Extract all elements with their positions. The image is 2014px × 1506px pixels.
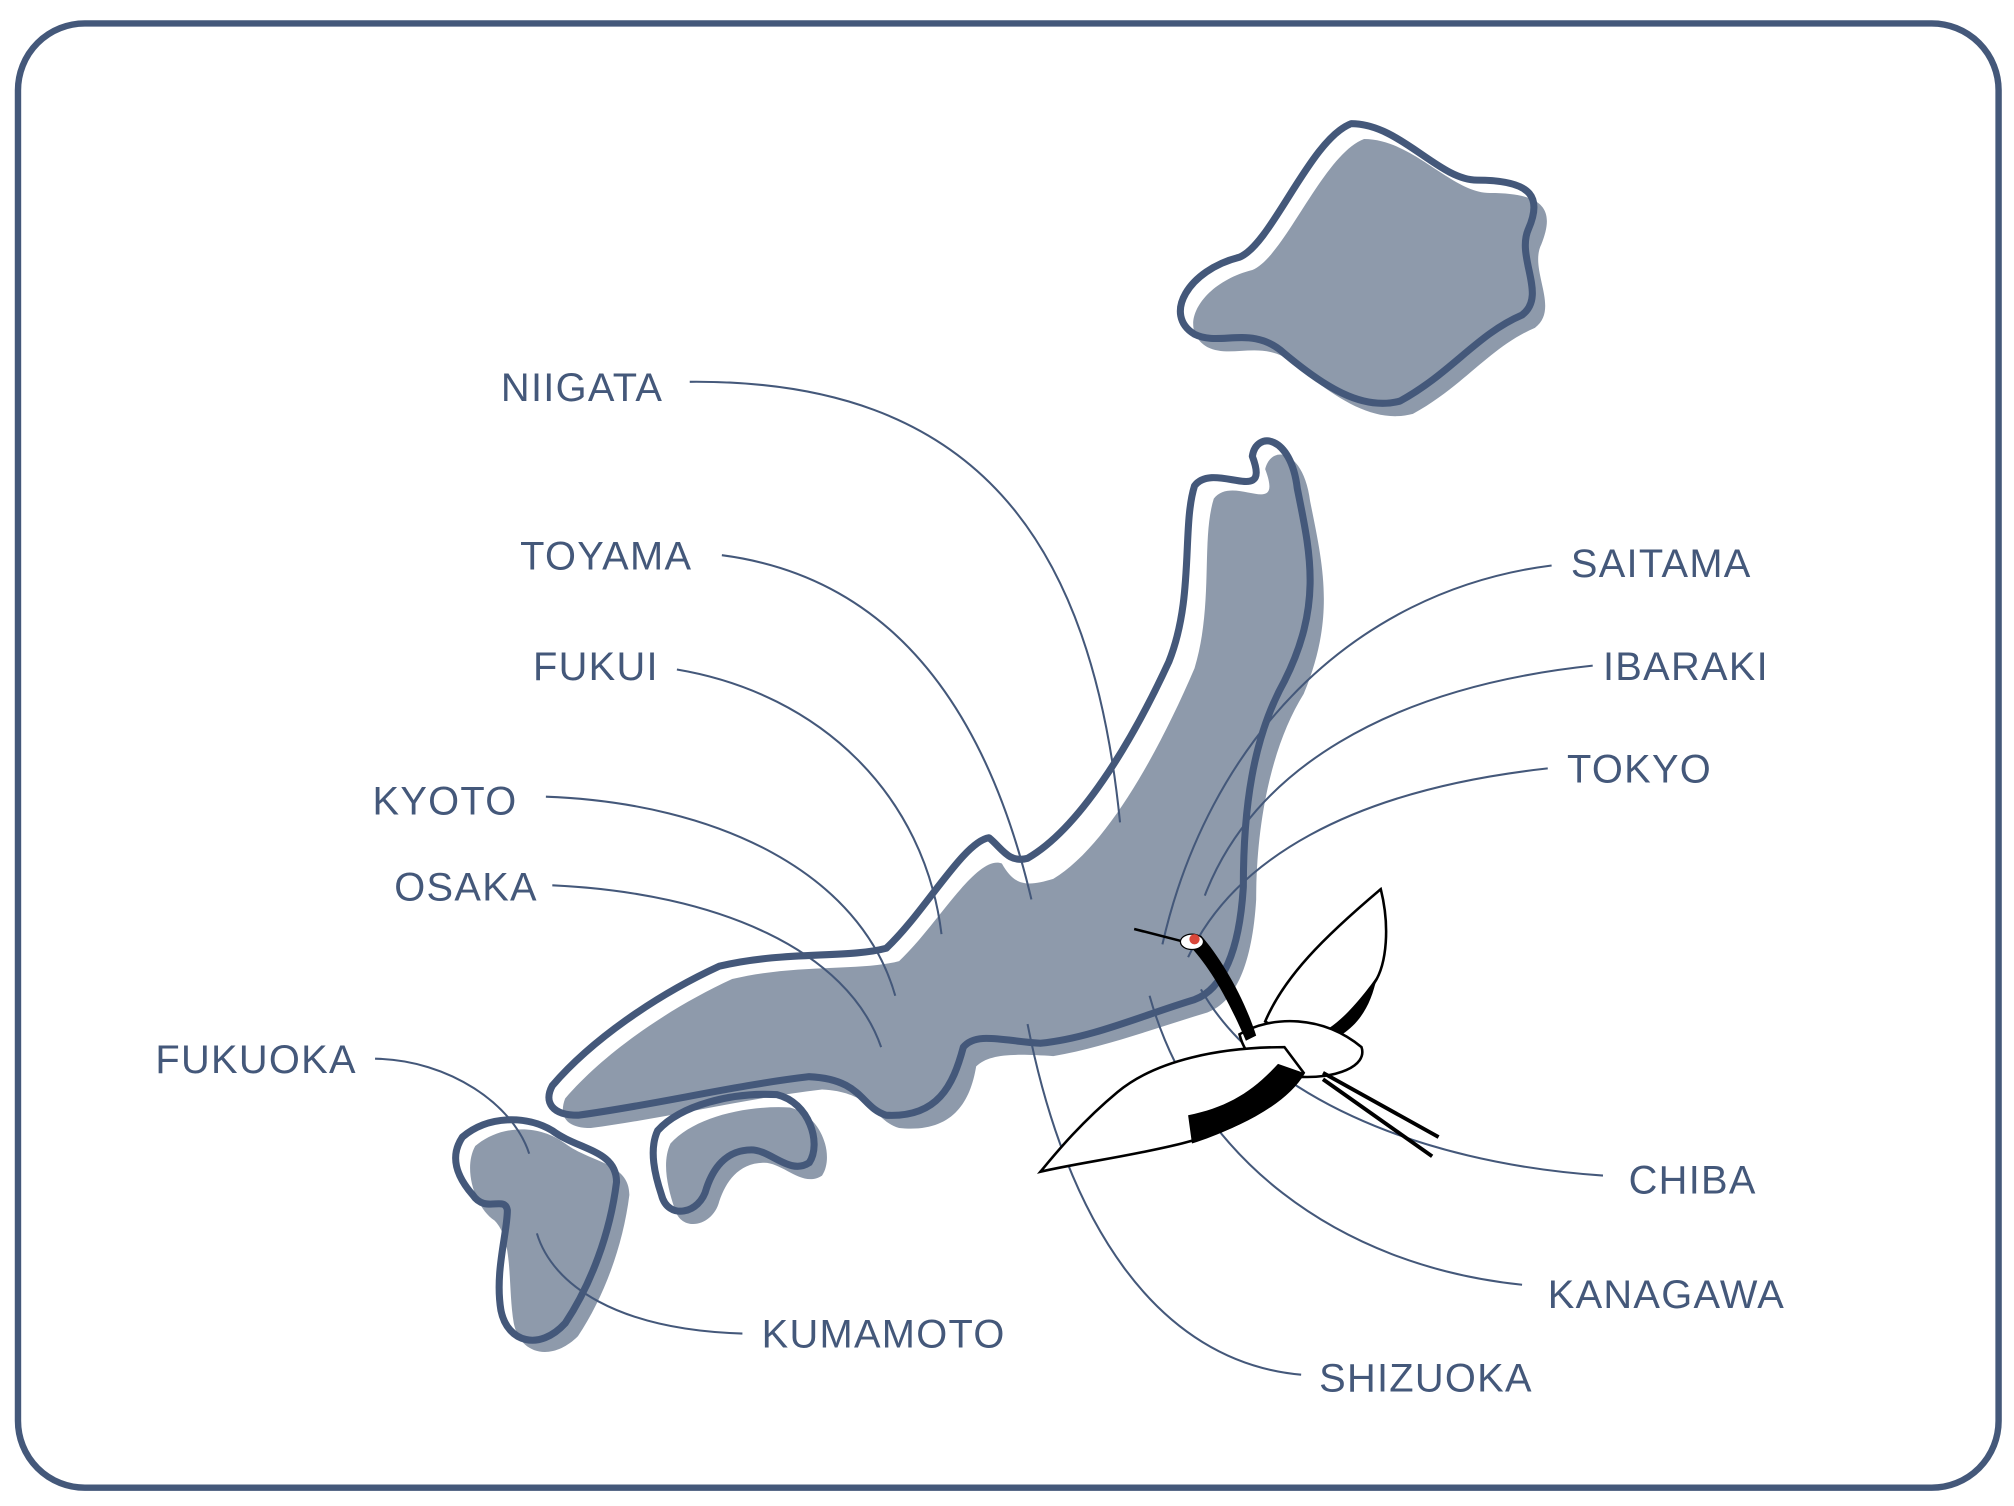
label-kumamoto: KUMAMOTO [762,1313,1006,1357]
hokkaido-island [1176,120,1547,417]
label-fukui: FUKUI [533,645,659,689]
leader-osaka [552,884,883,1048]
crane-crest [1189,934,1200,945]
leader-kumamoto [535,1233,743,1335]
label-kyoto: KYOTO [372,780,517,824]
label-shizuoka: SHIZUOKA [1319,1356,1533,1400]
label-ibaraki: IBARAKI [1603,645,1769,689]
label-chiba: CHIBA [1629,1159,1757,1203]
leader-tokyo [1187,767,1548,958]
leader-ibaraki [1203,664,1593,896]
prefecture-labels: NIIGATA TOYAMA FUKUI KYOTO OSAKA FUKUOKA… [155,366,1785,1400]
leader-kanagawa [1148,995,1523,1286]
honshu-island [545,437,1324,1129]
shikoku-island [649,1090,827,1225]
leader-lines [375,380,1604,1376]
crane-illustration [1036,886,1440,1174]
leader-niigata [689,380,1122,823]
leader-fukuoka [375,1057,531,1155]
leader-shizuoka [1026,1023,1302,1376]
leader-fukui [676,668,943,935]
label-niigata: NIIGATA [501,366,663,410]
label-saitama: SAITAMA [1571,542,1752,586]
leader-kyoto [545,795,897,997]
label-kanagawa: KANAGAWA [1548,1273,1785,1317]
label-tokyo: TOKYO [1567,748,1712,792]
label-toyama: TOYAMA [520,534,692,578]
leader-saitama [1161,564,1552,945]
label-osaka: OSAKA [394,866,538,910]
leader-toyama [721,554,1033,900]
leader-chiba [1200,988,1604,1177]
label-fukuoka: FUKUOKA [155,1038,356,1082]
